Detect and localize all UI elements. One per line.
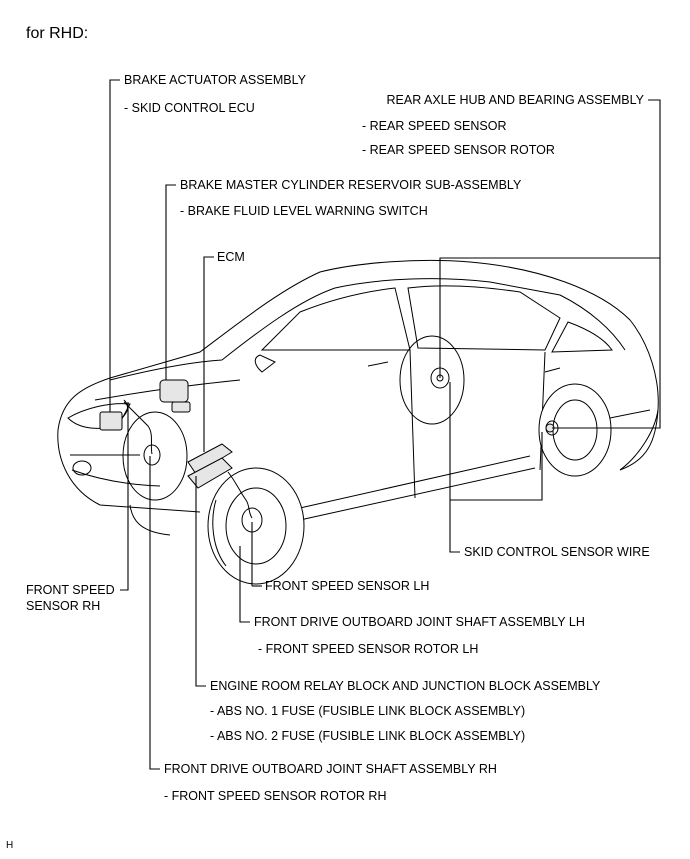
label-front-speed-lh: FRONT SPEED SENSOR LH: [265, 579, 429, 593]
front-left-wheel: [207, 467, 305, 585]
rear-right-wheel: [399, 335, 465, 425]
page-header: for RHD:: [26, 25, 88, 42]
label-front-speed-rh-line2: SENSOR RH: [26, 599, 100, 613]
label-rear-axle-hub: REAR AXLE HUB AND BEARING ASSEMBLY: [387, 93, 645, 107]
rear-left-wheel: [538, 383, 612, 477]
label-front-rotor-lh: - FRONT SPEED SENSOR ROTOR LH: [258, 642, 478, 656]
ecm-part: [187, 443, 233, 489]
label-master-cylinder: BRAKE MASTER CYLINDER RESERVOIR SUB-ASSE…: [180, 178, 522, 192]
label-front-drive-rh: FRONT DRIVE OUTBOARD JOINT SHAFT ASSEMBL…: [164, 762, 497, 776]
label-rear-speed-sensor-rotor: - REAR SPEED SENSOR ROTOR: [362, 143, 555, 157]
label-abs-fuse-1: - ABS NO. 1 FUSE (FUSIBLE LINK BLOCK ASS…: [210, 704, 525, 718]
label-fluid-level-switch: - BRAKE FLUID LEVEL WARNING SWITCH: [180, 204, 428, 218]
label-rear-speed-sensor: - REAR SPEED SENSOR: [362, 119, 506, 133]
label-engine-relay: ENGINE ROOM RELAY BLOCK AND JUNCTION BLO…: [210, 679, 601, 693]
label-front-speed-rh-line1: FRONT SPEED: [26, 583, 115, 597]
master-cylinder-part: [159, 379, 191, 413]
leader-lines: [109, 79, 661, 770]
label-ecm: ECM: [217, 250, 245, 264]
front-sensor-wire: [123, 401, 253, 519]
corner-mark: H: [6, 840, 13, 851]
label-skid-sensor-wire: SKID CONTROL SENSOR WIRE: [464, 545, 650, 559]
brake-actuator-part: [99, 399, 128, 431]
front-right-wheel: [122, 411, 188, 501]
car-illustration: [57, 259, 659, 536]
label-front-rotor-rh: - FRONT SPEED SENSOR ROTOR RH: [164, 789, 386, 803]
label-front-drive-lh: FRONT DRIVE OUTBOARD JOINT SHAFT ASSEMBL…: [254, 615, 585, 629]
label-brake-actuator: BRAKE ACTUATOR ASSEMBLY: [124, 73, 307, 87]
label-skid-control-ecu: - SKID CONTROL ECU: [124, 101, 255, 115]
label-abs-fuse-2: - ABS NO. 2 FUSE (FUSIBLE LINK BLOCK ASS…: [210, 729, 525, 743]
